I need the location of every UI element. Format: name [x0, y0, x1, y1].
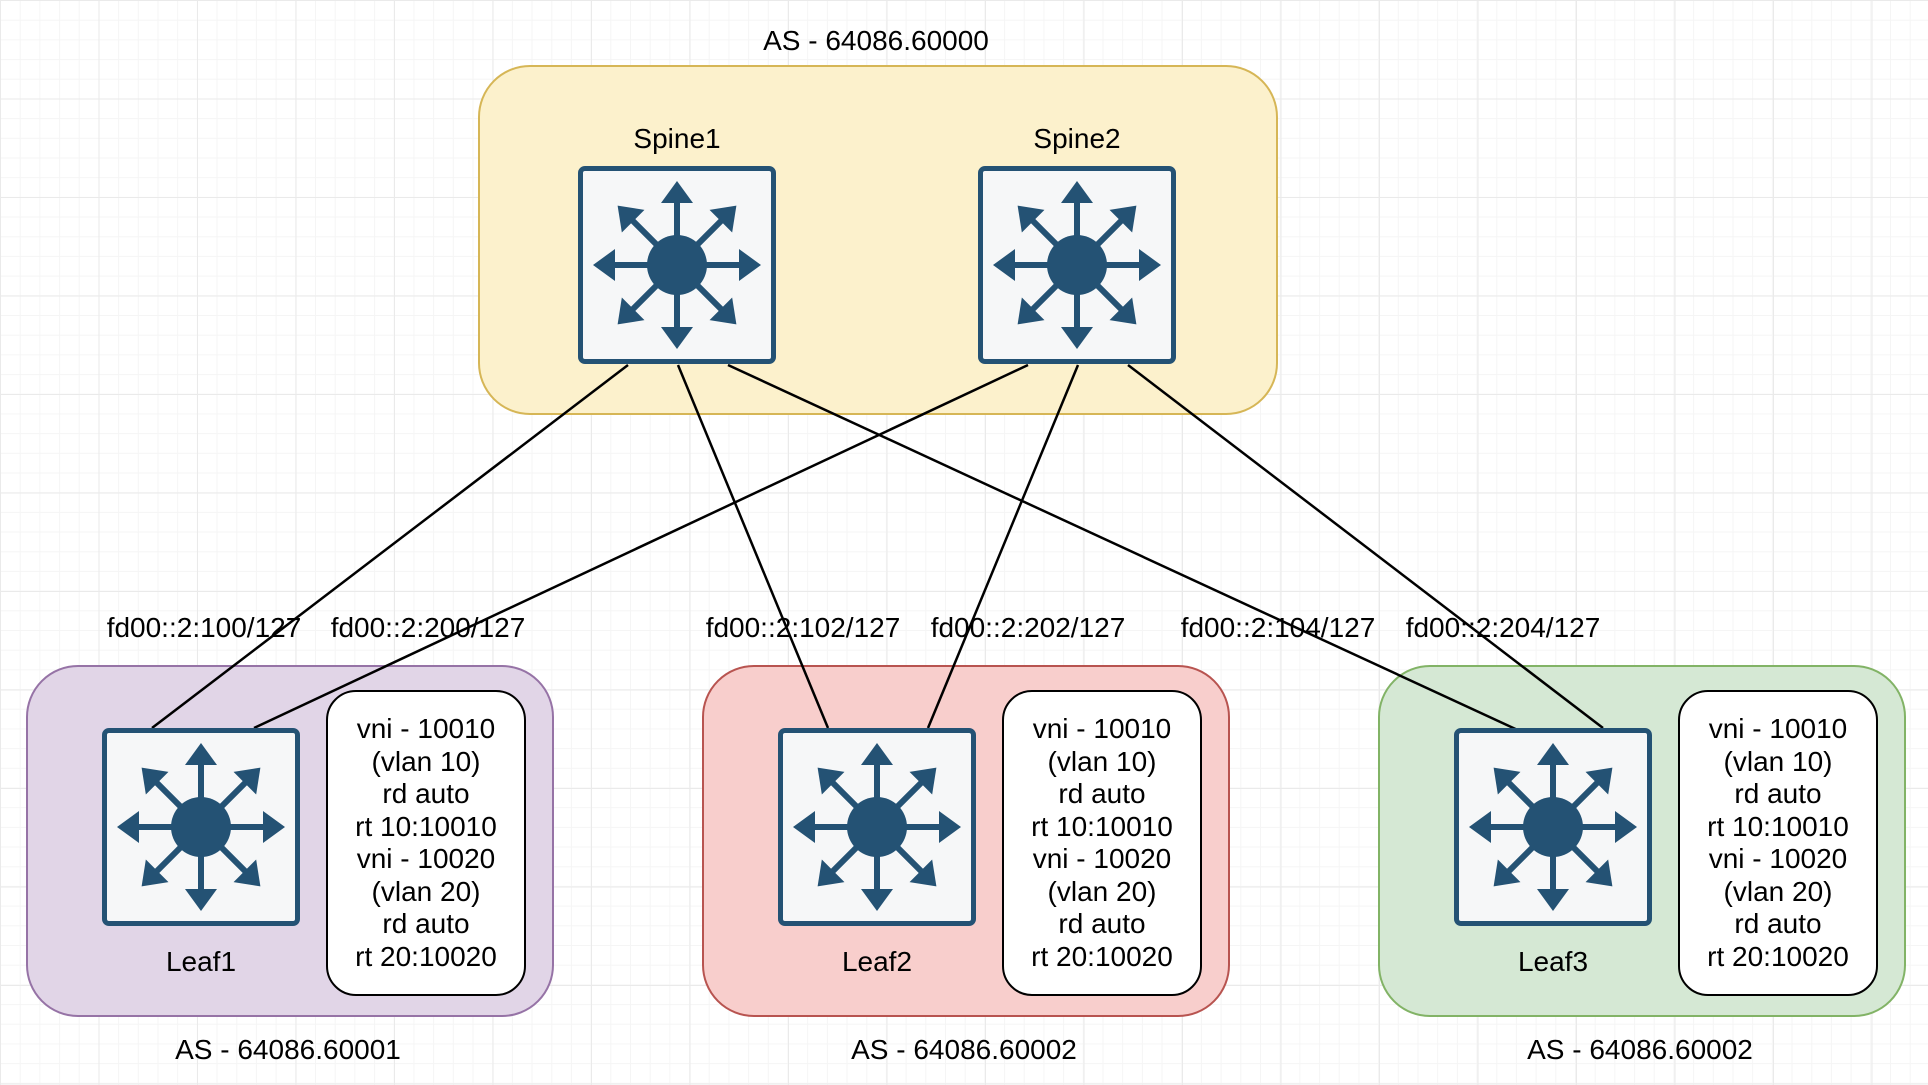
link-spine2-leaf3	[1127, 364, 1604, 729]
link-spine2-leaf1	[253, 363, 1029, 730]
config-line: rd auto	[1058, 778, 1146, 809]
config-line: rt 10:10010	[1031, 810, 1173, 842]
leaf2-switch-icon[interactable]	[778, 728, 976, 926]
switch-glyph-icon	[1469, 743, 1637, 911]
leaf3-label: Leaf3	[1517, 946, 1589, 977]
config-line: rt 20:10020	[355, 940, 497, 972]
config-line: rt 20:10020	[1707, 940, 1849, 972]
leaf3-as-label: AS - 64086.60002	[1527, 1034, 1753, 1065]
config-line: vni - 10020	[356, 843, 496, 874]
config-line: rd auto	[382, 778, 470, 809]
config-line: vni - 10010	[1032, 713, 1172, 744]
config-line: rd auto	[382, 908, 470, 939]
config-line: vni - 10010	[356, 713, 496, 744]
config-line: rt 20:10020	[1031, 940, 1173, 972]
switch-glyph-icon	[593, 181, 761, 349]
leaf1-switch-icon[interactable]	[102, 728, 300, 926]
config-line: (vlan 20)	[1047, 875, 1157, 907]
config-line: rd auto	[1734, 908, 1822, 939]
spine2-switch-icon[interactable]	[978, 166, 1176, 364]
config-line: (vlan 20)	[371, 875, 481, 907]
link-label-leaf2-spine2: fd00::2:202/127	[930, 612, 1126, 643]
switch-glyph-icon	[993, 181, 1161, 349]
link-spine2-leaf2	[926, 364, 1080, 729]
link-label-leaf2-spine1: fd00::2:102/127	[705, 612, 901, 643]
config-line: vni - 10020	[1032, 843, 1172, 874]
link-label-leaf3-spine2: fd00::2:204/127	[1405, 612, 1601, 643]
config-line: (vlan 20)	[1723, 875, 1833, 907]
leaf2-label: Leaf2	[841, 946, 913, 977]
leaf1-as-label: AS - 64086.60001	[175, 1034, 401, 1065]
switch-glyph-icon	[793, 743, 961, 911]
spine1-switch-icon[interactable]	[578, 166, 776, 364]
link-spine1-leaf1	[151, 364, 629, 729]
link-spine1-leaf3	[727, 363, 1523, 734]
config-line: (vlan 10)	[1047, 745, 1157, 777]
config-line: rd auto	[1058, 908, 1146, 939]
config-line: (vlan 10)	[1723, 745, 1833, 777]
config-line: rt 10:10010	[355, 810, 497, 842]
leaf1-label: Leaf1	[165, 946, 237, 977]
config-line: vni - 10010	[1708, 713, 1848, 744]
spine-as-label: AS - 64086.60000	[763, 25, 989, 56]
spine1-label: Spine1	[633, 123, 721, 154]
config-line: rd auto	[1734, 778, 1822, 809]
config-line: (vlan 10)	[371, 745, 481, 777]
leaf3-switch-icon[interactable]	[1454, 728, 1652, 926]
spine2-label: Spine2	[1033, 123, 1121, 154]
config-line: rt 10:10010	[1707, 810, 1849, 842]
link-label-leaf1-spine1: fd00::2:100/127	[106, 612, 302, 643]
link-spine1-leaf2	[676, 364, 830, 729]
leaf2-as-label: AS - 64086.60002	[851, 1034, 1077, 1065]
link-label-leaf3-spine1: fd00::2:104/127	[1180, 612, 1376, 643]
switch-glyph-icon	[117, 743, 285, 911]
config-line: vni - 10020	[1708, 843, 1848, 874]
link-label-leaf1-spine2: fd00::2:200/127	[330, 612, 526, 643]
